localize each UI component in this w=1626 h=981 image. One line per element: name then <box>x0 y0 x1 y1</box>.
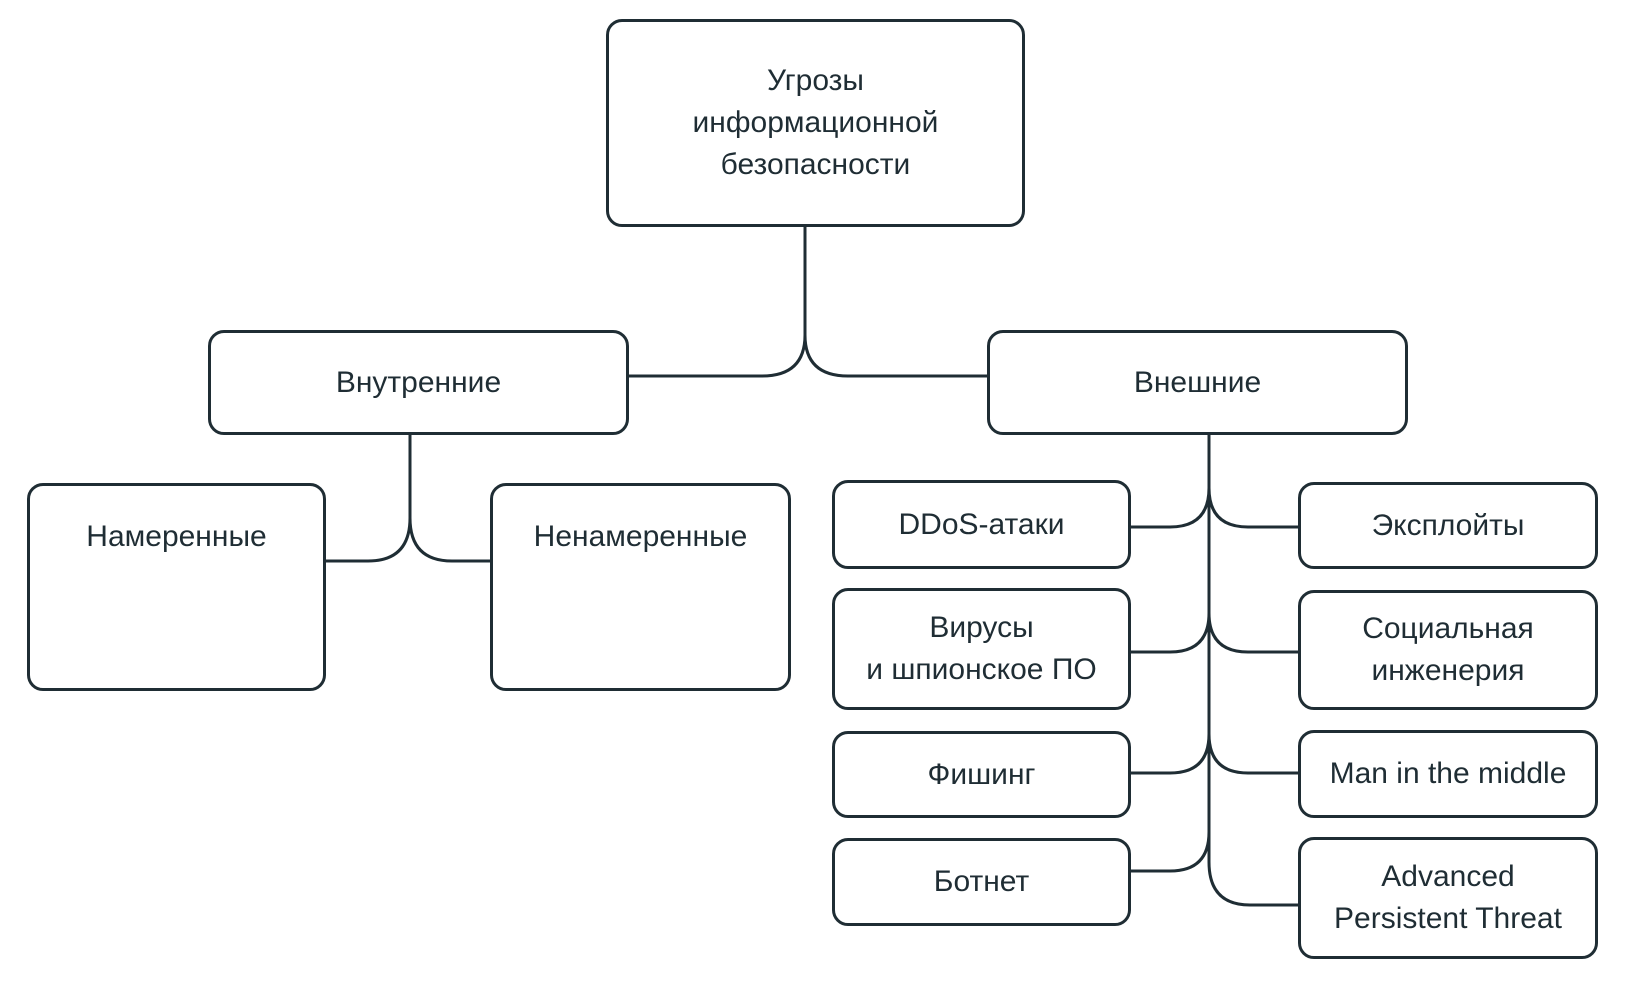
botnet-label: Ботнет <box>933 865 1030 898</box>
connector-root-to-internal <box>628 334 807 378</box>
social-engineering-label-line: инженерия <box>1371 654 1525 687</box>
apt-label-line: Advanced <box>1381 860 1515 893</box>
connector-external-to-exploits <box>1207 487 1298 529</box>
external-threats-label: Внешние <box>1133 365 1262 399</box>
ddos-label: DDoS-атаки <box>898 507 1065 541</box>
connector-internal-to-intentional <box>325 517 412 563</box>
root-label-line: Угрозы <box>766 64 864 97</box>
exploits-node: Эксплойты <box>1298 482 1598 569</box>
connector-external-to-viruses <box>1130 612 1211 654</box>
intentional-node: Намеренные <box>27 483 326 691</box>
connector-external-to-phishing <box>1130 733 1211 775</box>
connector-internal-to-unintentional <box>408 517 490 563</box>
ddos-node: DDoS-атаки <box>832 480 1131 569</box>
connector-root-to-external <box>803 334 988 378</box>
phishing-node: Фишинг <box>832 731 1131 818</box>
apt-label-line: Persistent Threat <box>1334 902 1562 935</box>
mitm-label: Man in the middle <box>1329 757 1567 790</box>
intentional-label: Намеренные <box>86 520 267 553</box>
viruses-label-line: Вирусы <box>929 611 1034 644</box>
root-label-line: безопасности <box>720 148 911 181</box>
connector-external-to-apt <box>1207 861 1298 907</box>
viruses-node: Вирусы и шпионское ПО <box>832 588 1131 710</box>
internal-threats-node: Внутренние <box>208 330 629 435</box>
connector-external-to-social <box>1207 612 1298 654</box>
external-threats-node: Внешние <box>987 330 1408 435</box>
connector-external-to-mitm <box>1207 733 1298 775</box>
root-label-line: информационной <box>692 106 939 139</box>
apt-node: Advanced Persistent Threat <box>1298 837 1598 959</box>
connector-external-to-ddos <box>1130 487 1211 529</box>
exploits-label: Эксплойты <box>1371 508 1525 542</box>
social-engineering-node: Социальная инженерия <box>1298 590 1598 710</box>
mitm-node: Man in the middle <box>1298 730 1598 818</box>
unintentional-node: Ненамеренные <box>490 483 791 691</box>
internal-threats-label: Внутренние <box>335 365 502 399</box>
unintentional-label: Ненамеренные <box>533 520 748 553</box>
root-node: Угрозы информационной безопасности <box>606 19 1025 227</box>
connector-external-to-botnet <box>1130 831 1211 873</box>
botnet-node: Ботнет <box>832 838 1131 926</box>
viruses-label-line: и шпионское ПО <box>866 653 1097 686</box>
social-engineering-label-line: Социальная <box>1362 612 1534 645</box>
phishing-label: Фишинг <box>927 757 1036 791</box>
